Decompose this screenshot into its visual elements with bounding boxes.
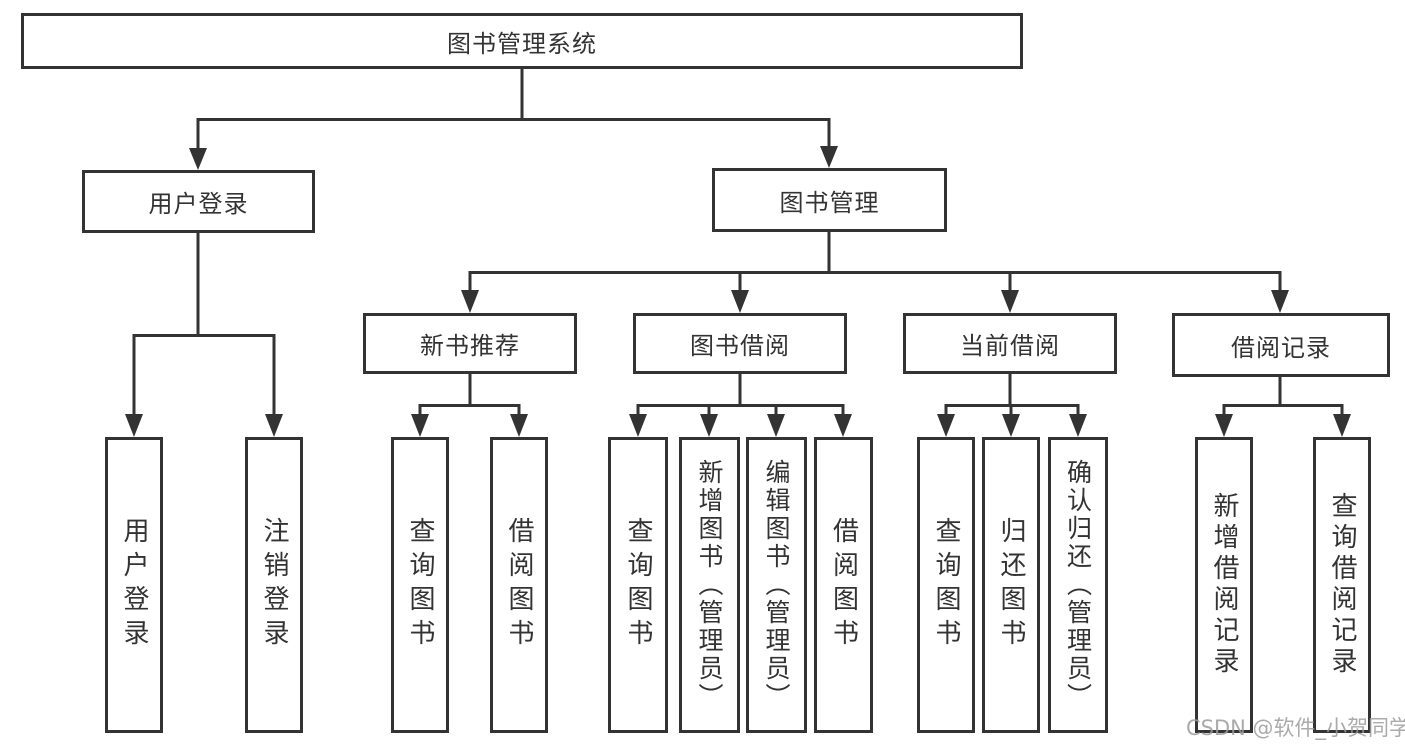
leaf-label: 新增图书（管理员）: [695, 459, 724, 711]
leaf-label: 用户登录: [119, 517, 149, 653]
node-new-book-recommend: 新书推荐: [363, 313, 577, 374]
node-leaf-borrow-books-recommend: 借阅图书: [490, 437, 548, 733]
node-leaf-add-book-admin: 新增图书（管理员）: [679, 437, 740, 733]
connector-book-management-children: [461, 232, 1289, 313]
node-leaf-borrow-books: 借阅图书: [814, 437, 873, 733]
leaf-label: 查询图书: [405, 517, 435, 653]
leaf-label: 查询借阅记录: [1327, 492, 1357, 678]
leaf-label: 查询图书: [931, 517, 961, 653]
connector-root-to-level2: [189, 69, 838, 170]
connector-book-borrowing-children: [629, 374, 852, 437]
connector-borrowing-records-children: [1215, 374, 1351, 437]
node-current-borrowing: 当前借阅: [903, 313, 1117, 374]
node-leaf-logout: 注销登录: [245, 437, 303, 733]
node-book-borrowing: 图书借阅: [633, 313, 847, 374]
node-leaf-confirm-return-admin: 确认归还（管理员）: [1048, 437, 1108, 733]
node-user-login: 用户登录: [82, 170, 315, 233]
node-leaf-query-books-current: 查询图书: [917, 437, 975, 733]
node-leaf-query-books-borrowing: 查询图书: [608, 437, 668, 733]
connector-current-borrowing-children: [937, 374, 1087, 437]
node-borrowing-records: 借阅记录: [1172, 313, 1390, 377]
node-leaf-user-login: 用户登录: [105, 437, 163, 733]
node-library-system: 图书管理系统: [21, 13, 1023, 69]
node-leaf-add-borrow-record: 新增借阅记录: [1195, 437, 1253, 733]
leaf-label: 归还图书: [996, 517, 1026, 653]
connector-new-book-recommend-children: [411, 374, 528, 437]
leaf-label: 编辑图书（管理员）: [762, 459, 791, 711]
leaf-label: 借阅图书: [504, 517, 534, 653]
node-leaf-return-book: 归还图书: [982, 437, 1040, 733]
node-leaf-query-borrow-record: 查询借阅记录: [1313, 437, 1371, 733]
connector-user-login-children: [125, 233, 283, 437]
leaf-label: 借阅图书: [828, 517, 859, 653]
leaf-label: 注销登录: [259, 517, 289, 653]
leaf-label: 查询图书: [623, 517, 653, 653]
leaf-label: 新增借阅记录: [1209, 492, 1239, 678]
node-leaf-query-books-recommend: 查询图书: [391, 437, 449, 733]
leaf-label: 确认归还（管理员）: [1063, 459, 1093, 711]
node-leaf-edit-book-admin: 编辑图书（管理员）: [746, 437, 807, 733]
node-book-management: 图书管理: [712, 168, 947, 232]
csdn-watermark: CSDN @软件_小贺同学: [1186, 716, 1405, 740]
